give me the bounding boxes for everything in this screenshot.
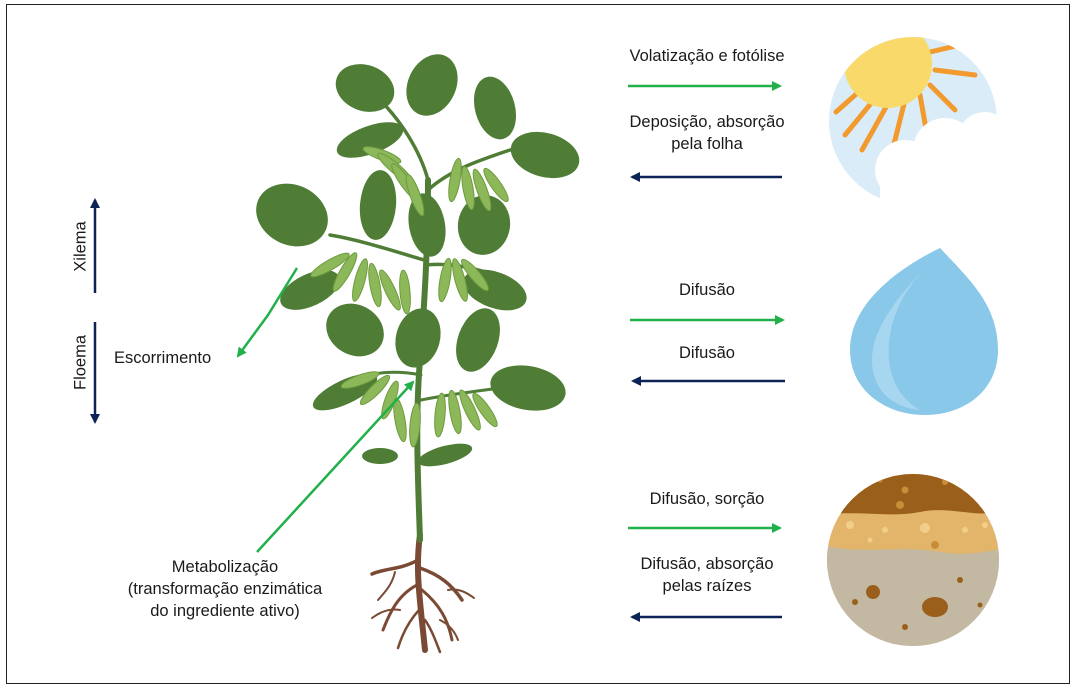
sun-cloud-icon <box>829 20 1013 215</box>
label-escorrimento: Escorrimento <box>114 348 211 369</box>
label-metabolizacao-line3: do ingrediente ativo) <box>105 601 345 622</box>
label-xilema: Xilema <box>72 217 91 277</box>
roots <box>372 535 474 652</box>
label-difusao-agua-out: Difusão <box>612 280 802 301</box>
label-difusao-raizes-line2: pelas raízes <box>612 576 802 597</box>
label-difusao-agua-in: Difusão <box>612 343 802 364</box>
water-drop-icon <box>850 248 998 415</box>
soil-icon <box>820 470 1010 660</box>
label-floema: Floema <box>72 333 91 393</box>
label-deposicao-line2: pela folha <box>612 134 802 155</box>
label-difusao-sorcao: Difusão, sorção <box>612 489 802 510</box>
label-deposicao-line1: Deposição, absorção <box>612 112 802 133</box>
label-metabolizacao-line2: (transformação enzimática <box>105 579 345 600</box>
arrow-escorrimento <box>238 268 297 356</box>
label-difusao-raizes-line1: Difusão, absorção <box>612 554 802 575</box>
label-volatilizacao: Volatização e fotólise <box>612 46 802 67</box>
label-metabolizacao-line1: Metabolização <box>105 557 345 578</box>
